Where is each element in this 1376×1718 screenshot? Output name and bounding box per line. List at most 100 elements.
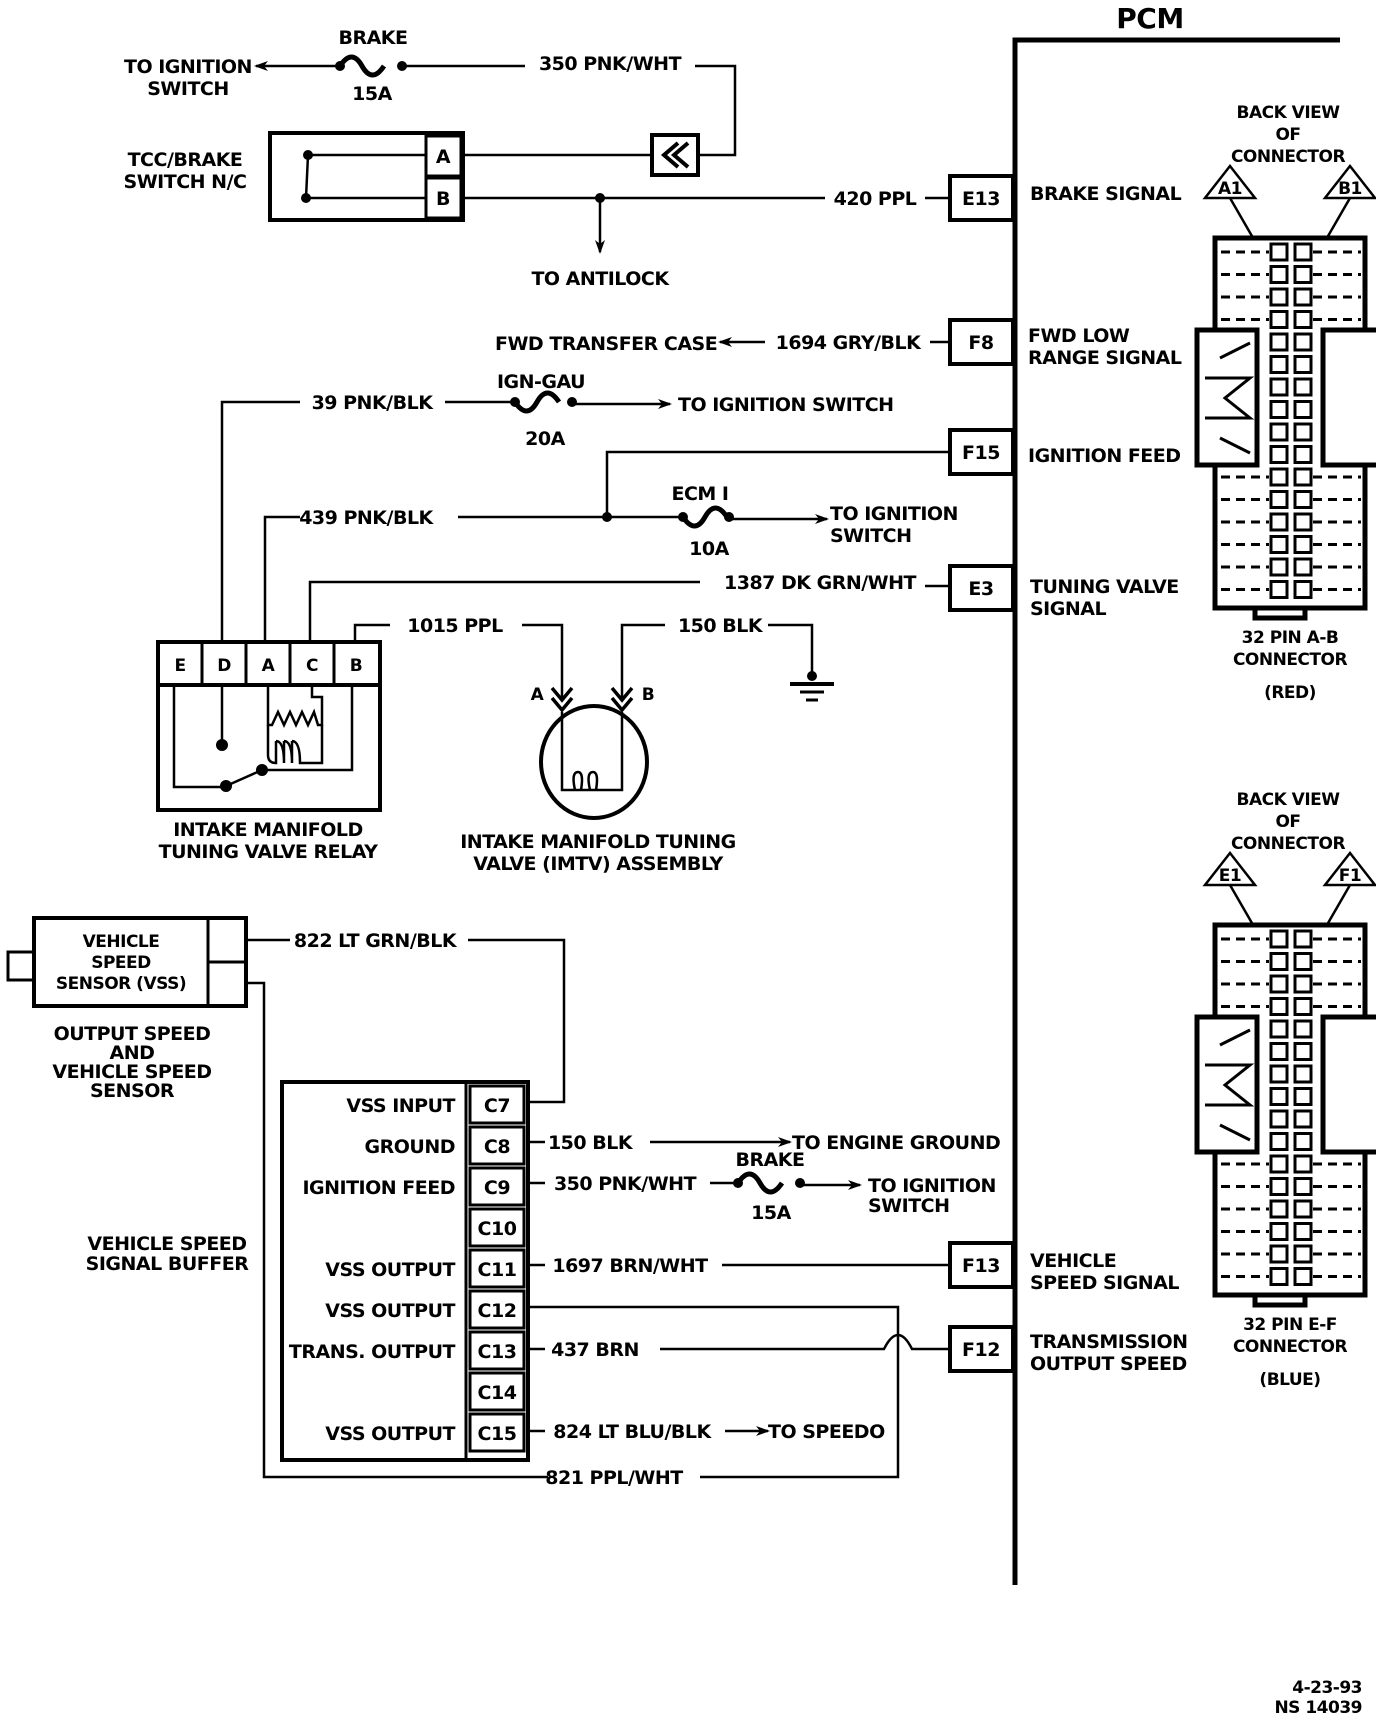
brake-fuse-name: BRAKE (338, 27, 407, 49)
connector-latch (1320, 327, 1376, 468)
switch-label-1: TCC/BRAKE (128, 149, 243, 171)
ecm-dest-2: SWITCH (830, 525, 912, 547)
wire-439-run (263, 515, 300, 640)
switch-pin-a-box (424, 134, 463, 178)
pin-id: E13 (962, 188, 1000, 210)
connector-caption: 32 PIN A-B (1242, 628, 1339, 648)
pin-label-1: TUNING VALVE (1030, 576, 1179, 598)
connector-cavity (1269, 422, 1289, 442)
pcm-title: PCM (1116, 2, 1183, 35)
wire-1387-run (308, 580, 700, 640)
terminal-b-chevron-icon (610, 686, 634, 713)
transfer-case-circuit: FWD TRANSFER CASE 1694 GRY/BLK (495, 332, 950, 355)
connector-cavity (1269, 490, 1289, 509)
pin-box (468, 1084, 526, 1125)
pin-box (468, 1371, 526, 1412)
connector-cavity (1269, 952, 1289, 971)
pin-id: C11 (478, 1259, 517, 1281)
connector-cavity (1269, 535, 1289, 554)
wire-1694-label: 1694 GRY/BLK (776, 332, 922, 354)
connector-heading: BACK VIEW (1236, 790, 1340, 810)
connector-heading: OF (1275, 812, 1300, 832)
connector-cavity (1293, 997, 1313, 1016)
connector-color-label: (BLUE) (1259, 1370, 1320, 1390)
relay-pin: C (306, 656, 318, 676)
valve-coil-icon (560, 712, 624, 792)
relay-pin: E (174, 656, 185, 676)
sensor-caption-4: SENSOR (90, 1080, 175, 1102)
pin-left-label: E1 (1219, 866, 1241, 886)
brake-circuit: TO IGNITION SWITCH BRAKE 15A 350 PNK/WHT… (124, 27, 950, 290)
connector-cavity (1269, 929, 1289, 949)
connector-cavity (1269, 355, 1289, 374)
pin-function: IGNITION FEED (302, 1177, 455, 1199)
connector-cavity (1293, 1109, 1313, 1129)
buffer-label-1: VEHICLE SPEED (87, 1233, 246, 1255)
pin-function: VSS OUTPUT (325, 1300, 455, 1322)
wire-c8-dest: TO ENGINE GROUND (792, 1132, 1000, 1154)
connector-cavity (1269, 445, 1289, 464)
connector-caption: CONNECTOR (1233, 1337, 1348, 1357)
connector-cavity (1293, 310, 1313, 329)
connector-cavity (1269, 1199, 1289, 1219)
pin-label-2: OUTPUT SPEED (1030, 1353, 1187, 1375)
fuse-terminal (510, 397, 520, 407)
ecm-feed-circuit: 439 PNK/BLK ECM I 10A TO IGNITION SWITCH (263, 450, 958, 640)
connector-cavity (1293, 467, 1313, 487)
pin-box (948, 428, 1015, 476)
pin-id: F15 (962, 442, 1000, 464)
c9-fuse-rating: 15A (751, 1202, 791, 1224)
terminal-a-chevron-icon (550, 686, 574, 713)
pin-id: C7 (484, 1095, 510, 1117)
connector-cavity (1269, 310, 1289, 329)
brake-fuse-rating: 15A (352, 83, 392, 105)
wire-1015-label: 1015 PPL (407, 615, 503, 637)
pcm-pin-f12: F12 TRANSMISSION OUTPUT SPEED (948, 1325, 1188, 1375)
footer-ref: NS 14039 (1274, 1698, 1362, 1718)
connector-cavity (1269, 1154, 1289, 1174)
pin-box (948, 1325, 1015, 1373)
connector-cavity (1293, 377, 1313, 397)
connector-heading: BACK VIEW (1236, 103, 1340, 123)
pin-label-1: TRANSMISSION (1030, 1331, 1188, 1353)
pin-id: F12 (962, 1339, 1000, 1361)
connector-heading: CONNECTOR (1231, 834, 1346, 854)
wire-150-label: 150 BLK (678, 615, 764, 637)
imtv-assembly: A B (531, 685, 655, 820)
pin-label-1: VEHICLE (1030, 1250, 1116, 1272)
fuse-terminal (733, 1178, 743, 1188)
connector-cavity (1293, 512, 1313, 532)
wire-822-run (468, 938, 566, 1104)
latch-detail (1205, 341, 1255, 455)
pin-label-2: RANGE SIGNAL (1028, 347, 1182, 369)
splice (602, 512, 612, 522)
pcm-pin-e13: E13 BRAKE SIGNAL (948, 174, 1182, 222)
connector-cavity (1293, 1267, 1313, 1286)
wire-c15-label: 824 LT BLU/BLK (553, 1421, 712, 1443)
relay-pin-row: E D A C B (174, 642, 363, 685)
buffer-row-c10: C10 (468, 1207, 526, 1248)
ecm-fuse-rating: 10A (689, 538, 729, 560)
fuse-terminal (335, 61, 345, 71)
pin-label-2: SPEED SIGNAL (1030, 1272, 1179, 1294)
connector-cavity (1269, 1177, 1289, 1196)
pin-label: BRAKE SIGNAL (1030, 183, 1182, 205)
connector-cavity (1269, 1042, 1289, 1061)
connector-cavity (1293, 332, 1313, 352)
switch-pin-a: A (436, 146, 451, 168)
relay-label-2: TUNING VALVE RELAY (159, 841, 378, 863)
ign-gau-circuit: 39 PNK/BLK IGN-GAU 20A TO IGNITION SWITC… (220, 371, 894, 640)
connector-cavity (1293, 1042, 1313, 1061)
connector-cavity (1293, 929, 1313, 949)
pin-box (468, 1412, 526, 1453)
wire-439-label: 439 PNK/BLK (299, 507, 434, 529)
connector-chevron-icon (660, 141, 690, 169)
valve-label-2: VALVE (IMTV) ASSEMBLY (473, 853, 723, 875)
pcm-pin-f15: F15 IGNITION FEED (948, 428, 1181, 476)
wire-150-run (620, 623, 665, 700)
